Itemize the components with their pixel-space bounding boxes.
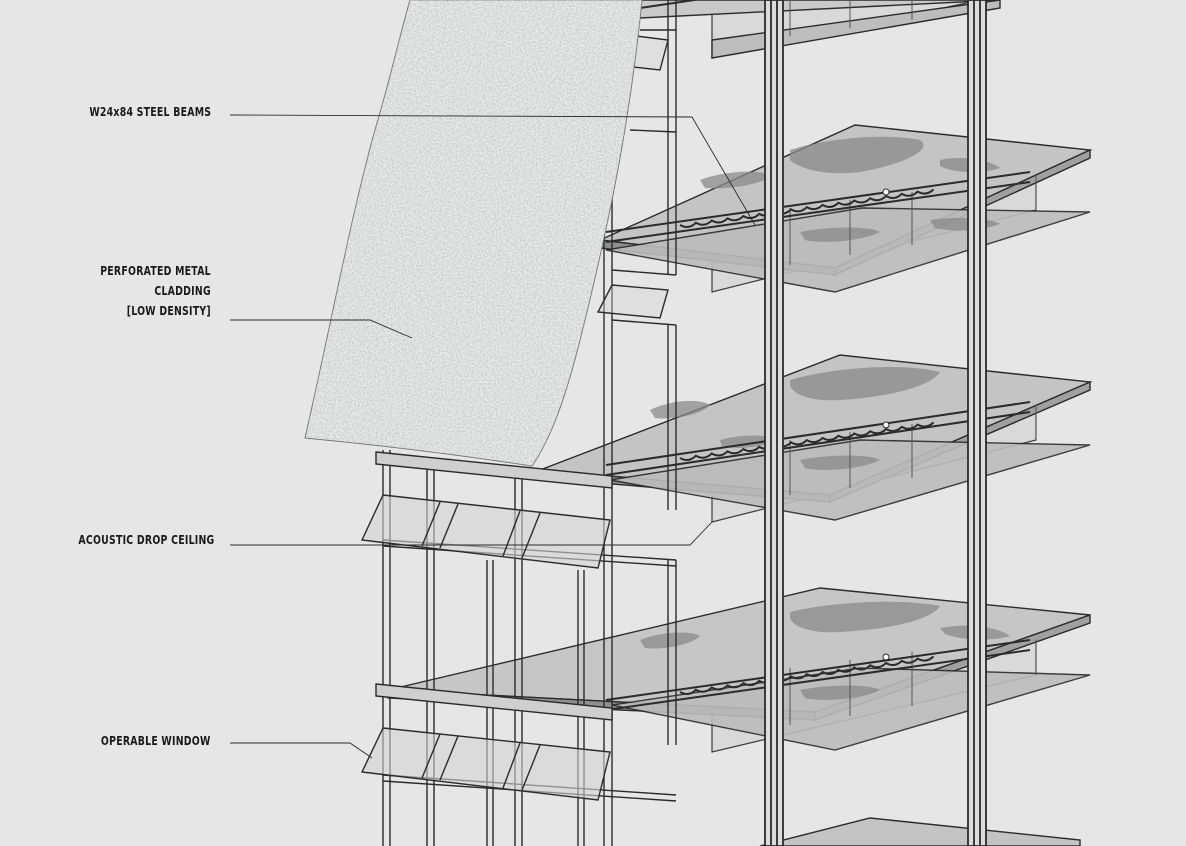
leader-beams — [229, 114, 756, 226]
leader-window — [230, 742, 373, 759]
label-operable-window: OPERABLE WINDOW — [101, 731, 211, 751]
label-acoustic-ceiling: ACOUSTIC DROP CEILING — [78, 530, 214, 550]
leader-lines — [229, 114, 756, 759]
label-steel-beams-text: W24x84 STEEL BEAMS — [89, 105, 211, 119]
label-steel-beams: W24x84 STEEL BEAMS — [89, 102, 211, 122]
ceiling-grid — [789, 0, 1037, 725]
label-cladding-line-3: [LOW DENSITY] — [126, 304, 211, 318]
slab-shadows — [640, 136, 1010, 700]
label-perforated-cladding: PERFORATED METAL CLADDING [LOW DENSITY] — [100, 261, 211, 321]
label-cladding-line-1: PERFORATED METAL — [100, 264, 211, 278]
label-acoustic-ceiling-text: ACOUSTIC DROP CEILING — [77, 533, 214, 547]
leader-cladding — [230, 319, 413, 339]
label-operable-window-text: OPERABLE WINDOW — [101, 734, 211, 748]
label-cladding-line-2: CLADDING — [154, 284, 211, 298]
perforated-cladding — [304, 0, 643, 467]
spandrel-beams — [375, 451, 613, 721]
leader-ceiling — [230, 521, 713, 546]
operable-windows — [360, 34, 669, 801]
structural-columns — [764, 0, 987, 846]
